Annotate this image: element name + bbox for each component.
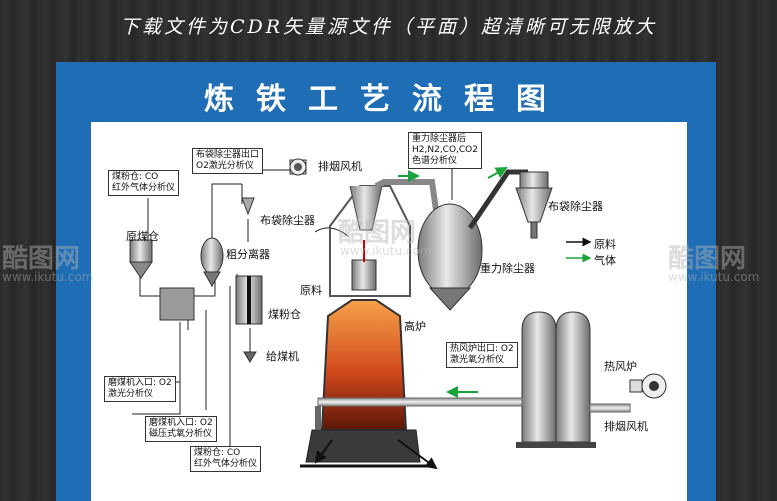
analyzer-line: 磨煤机入口: O2 [149,418,213,428]
label-bag-dust-left: 布袋除尘器 [260,214,315,227]
analyzer-line: H2,N2,CO,CO2 [412,145,478,155]
pulverized-coal-bin [235,275,263,363]
analyzer-hot-stove-outlet: 热风炉出口: O2 激光氧分析仪 [446,342,518,368]
analyzer-line: 色谱分析仪 [412,156,458,166]
analyzer-line: 磨煤机入口: O2 [108,378,172,388]
analyzer-line: 激光氧分析仪 [450,355,505,365]
raw-coal-bin [129,239,153,279]
analyzer-bag-outlet: 布袋除尘器出口 O2激光分析仪 [192,148,264,174]
watermark-url-left: www.ikutu.com [2,270,94,284]
label-feeder: 给煤机 [266,350,299,363]
hot-stove [516,311,596,448]
analyzer-mill-inlet-laser: 磨煤机入口: O2 激光分析仪 [104,376,176,402]
analyzer-gravity-after: 重力除尘器后 H2,N2,CO,CO2 色谱分析仪 [408,132,482,169]
label-coal-bin: 原煤仓 [126,230,159,243]
label-exhaust-fan-bottom: 排烟风机 [604,420,648,433]
watermark-url-center: www.ikutu.com [340,244,432,258]
watermark-logo-left: 酷图网 [2,244,81,274]
analyzer-line: 煤粉仓: CO [112,172,159,182]
analyzer-line: 红外气体分析仪 [112,183,176,193]
analyzer-line: 煤粉仓: CO [194,448,241,458]
bag-dust-collector-right [515,171,553,239]
exhaust-fan-bottom [589,373,667,413]
mill-box [159,287,195,321]
analyzer-line: 重力除尘器后 [412,134,467,144]
label-raw-material: 原料 [300,284,322,297]
label-gravity-dust: 重力除尘器 [480,262,535,275]
label-coarse-separator: 粗分离器 [226,248,270,261]
watermark-url-right: www.ikutu.com [668,270,760,284]
label-blast-furnace: 高炉 [404,320,426,333]
analyzer-line: O2激光分析仪 [196,161,254,171]
exhaust-fan-top [289,158,307,176]
gravity-dust-collector [417,203,483,311]
watermark-logo-center: 酷图网 [338,218,417,248]
analyzer-line: 热风炉出口: O2 [450,344,514,354]
analyzer-line: 红外气体分析仪 [194,459,258,469]
page-title: 炼铁工艺流程图 [204,82,568,117]
coarse-separator-vessel [200,237,224,288]
legend-gas-label: 气体 [594,254,616,267]
gas-arrow-duct [487,167,508,179]
label-pulverized-bin: 煤粉仓 [268,308,301,321]
analyzer-line: 激光分析仪 [108,389,154,399]
download-banner: 下载文件为CDR矢量源文件（平面）超清晰可无限放大 [119,15,658,38]
analyzer-bin-co-bottom: 煤粉仓: CO 红外气体分析仪 [190,446,262,472]
label-exhaust-fan-top: 排烟风机 [318,160,362,173]
watermark-logo-right: 酷图网 [668,244,747,274]
hot-blast-pipe [317,397,523,407]
analyzer-line: 布袋除尘器出口 [196,150,260,160]
analyzer-mill-inlet-magnetic: 磨煤机入口: O2 磁压式氧分析仪 [145,416,217,442]
label-hot-stove: 热风炉 [604,360,637,373]
label-bag-dust-right: 布袋除尘器 [548,200,603,213]
analyzer-line: 磁压式氧分析仪 [149,429,213,439]
analyzer-coal-bin-co: 煤粉仓: CO 红外气体分析仪 [108,170,180,196]
bag-dust-collector-left [241,197,255,216]
legend-raw-label: 原料 [594,238,616,251]
